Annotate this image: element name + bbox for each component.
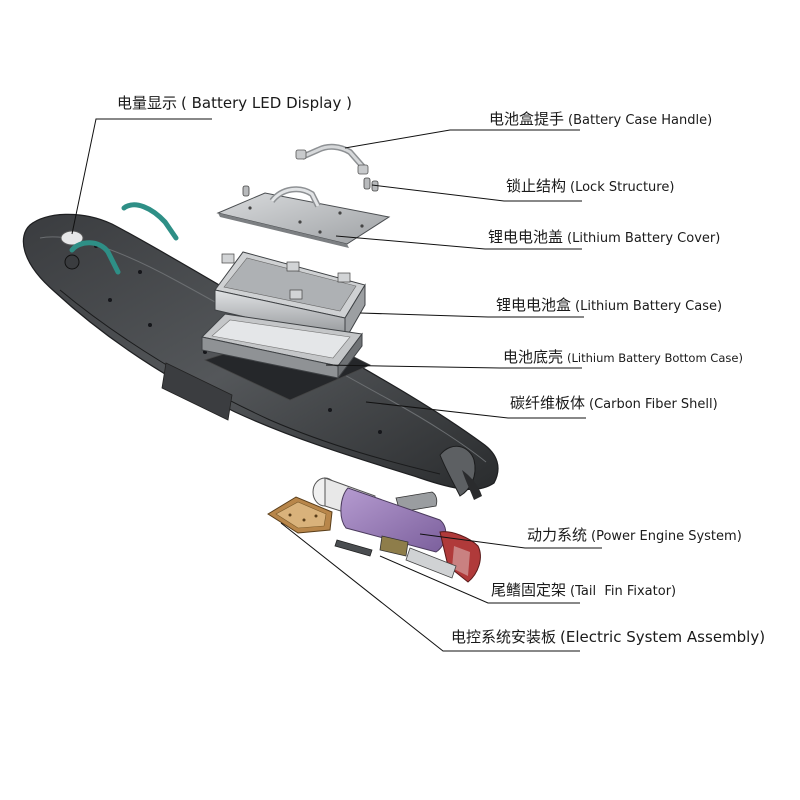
battery-case-handle-part: [295, 143, 369, 175]
label-power-engine-system-en: (Power Engine System): [591, 529, 742, 544]
power-engine-system-part: [312, 477, 481, 583]
label-battery-case-handle-en: (Battery Case Handle): [568, 113, 713, 128]
label-electric-system-assembly-en: (Electric System Assembly): [560, 628, 766, 646]
leader-line-lock-structure: [371, 184, 582, 202]
label-lithium-battery-cover-en: (Lithium Battery Cover): [567, 231, 721, 246]
label-lithium-battery-case-en: (Lithium Battery Case): [575, 299, 723, 314]
lithium-battery-cover-part: [216, 186, 391, 248]
tail-fin-fixator-part: [334, 539, 373, 557]
leader-line-electric-system-assembly: [280, 522, 580, 652]
label-power-engine-system-cn: 动力系统: [527, 526, 588, 544]
battery-led-display: [60, 230, 84, 270]
leader-line-lithium-battery-bottom-case: [325, 364, 582, 369]
lock-structure-part: [242, 177, 379, 197]
label-lithium-battery-cover: 锂电电池盖(Lithium Battery Cover): [488, 228, 721, 246]
label-electric-system-assembly: 电控系统安装板(Electric System Assembly): [451, 629, 765, 645]
label-lithium-battery-case-cn: 锂电电池盒: [496, 296, 572, 314]
label-lithium-battery-bottom-case-en: (Lithium Battery Bottom Case): [567, 351, 743, 365]
label-battery-led-display-cn: 电量显示: [117, 94, 178, 112]
label-lithium-battery-case: 锂电电池盒(Lithium Battery Case): [496, 296, 723, 314]
electric-system-assembly-part: [267, 496, 333, 534]
label-electric-system-assembly-cn: 电控系统安装板: [451, 628, 557, 646]
label-power-engine-system: 动力系统(Power Engine System): [527, 526, 742, 544]
label-carbon-fiber-shell: 碳纤维板体(Carbon Fiber Shell): [510, 394, 718, 412]
leader-line-lithium-battery-case: [359, 312, 584, 318]
label-tail-fin-fixator-en: (Tail Fin Fixator): [570, 584, 677, 599]
board-handle: [69, 202, 179, 275]
leader-line-carbon-fiber-shell: [365, 401, 586, 419]
label-battery-led-display-en: ( Battery LED Display ): [181, 94, 352, 112]
label-lithium-battery-bottom-case: 电池底壳(Lithium Battery Bottom Case): [503, 349, 743, 365]
label-tail-fin-fixator-cn: 尾鳍固定架: [491, 581, 567, 599]
leader-line-power-engine-system: [419, 533, 602, 549]
label-lithium-battery-bottom-case-cn: 电池底壳: [503, 348, 564, 366]
leader-line-battery-led-display: [71, 118, 212, 235]
label-battery-case-handle-cn: 电池盒提手: [489, 110, 565, 128]
leader-line-tail-fin-fixator: [379, 555, 580, 604]
label-lock-structure-cn: 锁止结构: [506, 177, 567, 195]
leader-line-lithium-battery-cover: [335, 235, 582, 250]
label-lithium-battery-cover-cn: 锂电电池盖: [488, 228, 564, 246]
label-battery-case-handle: 电池盒提手(Battery Case Handle): [489, 110, 713, 128]
label-tail-fin-fixator: 尾鳍固定架(Tail Fin Fixator): [491, 581, 677, 599]
label-carbon-fiber-shell-cn: 碳纤维板体: [510, 394, 586, 412]
label-battery-led-display: 电量显示( Battery LED Display ): [117, 95, 352, 111]
lithium-battery-bottom-case-part: [200, 313, 363, 380]
label-lock-structure-en: (Lock Structure): [570, 180, 675, 195]
leader-line-battery-case-handle: [344, 129, 580, 149]
label-carbon-fiber-shell-en: (Carbon Fiber Shell): [589, 397, 718, 412]
label-lock-structure: 锁止结构(Lock Structure): [506, 177, 675, 195]
